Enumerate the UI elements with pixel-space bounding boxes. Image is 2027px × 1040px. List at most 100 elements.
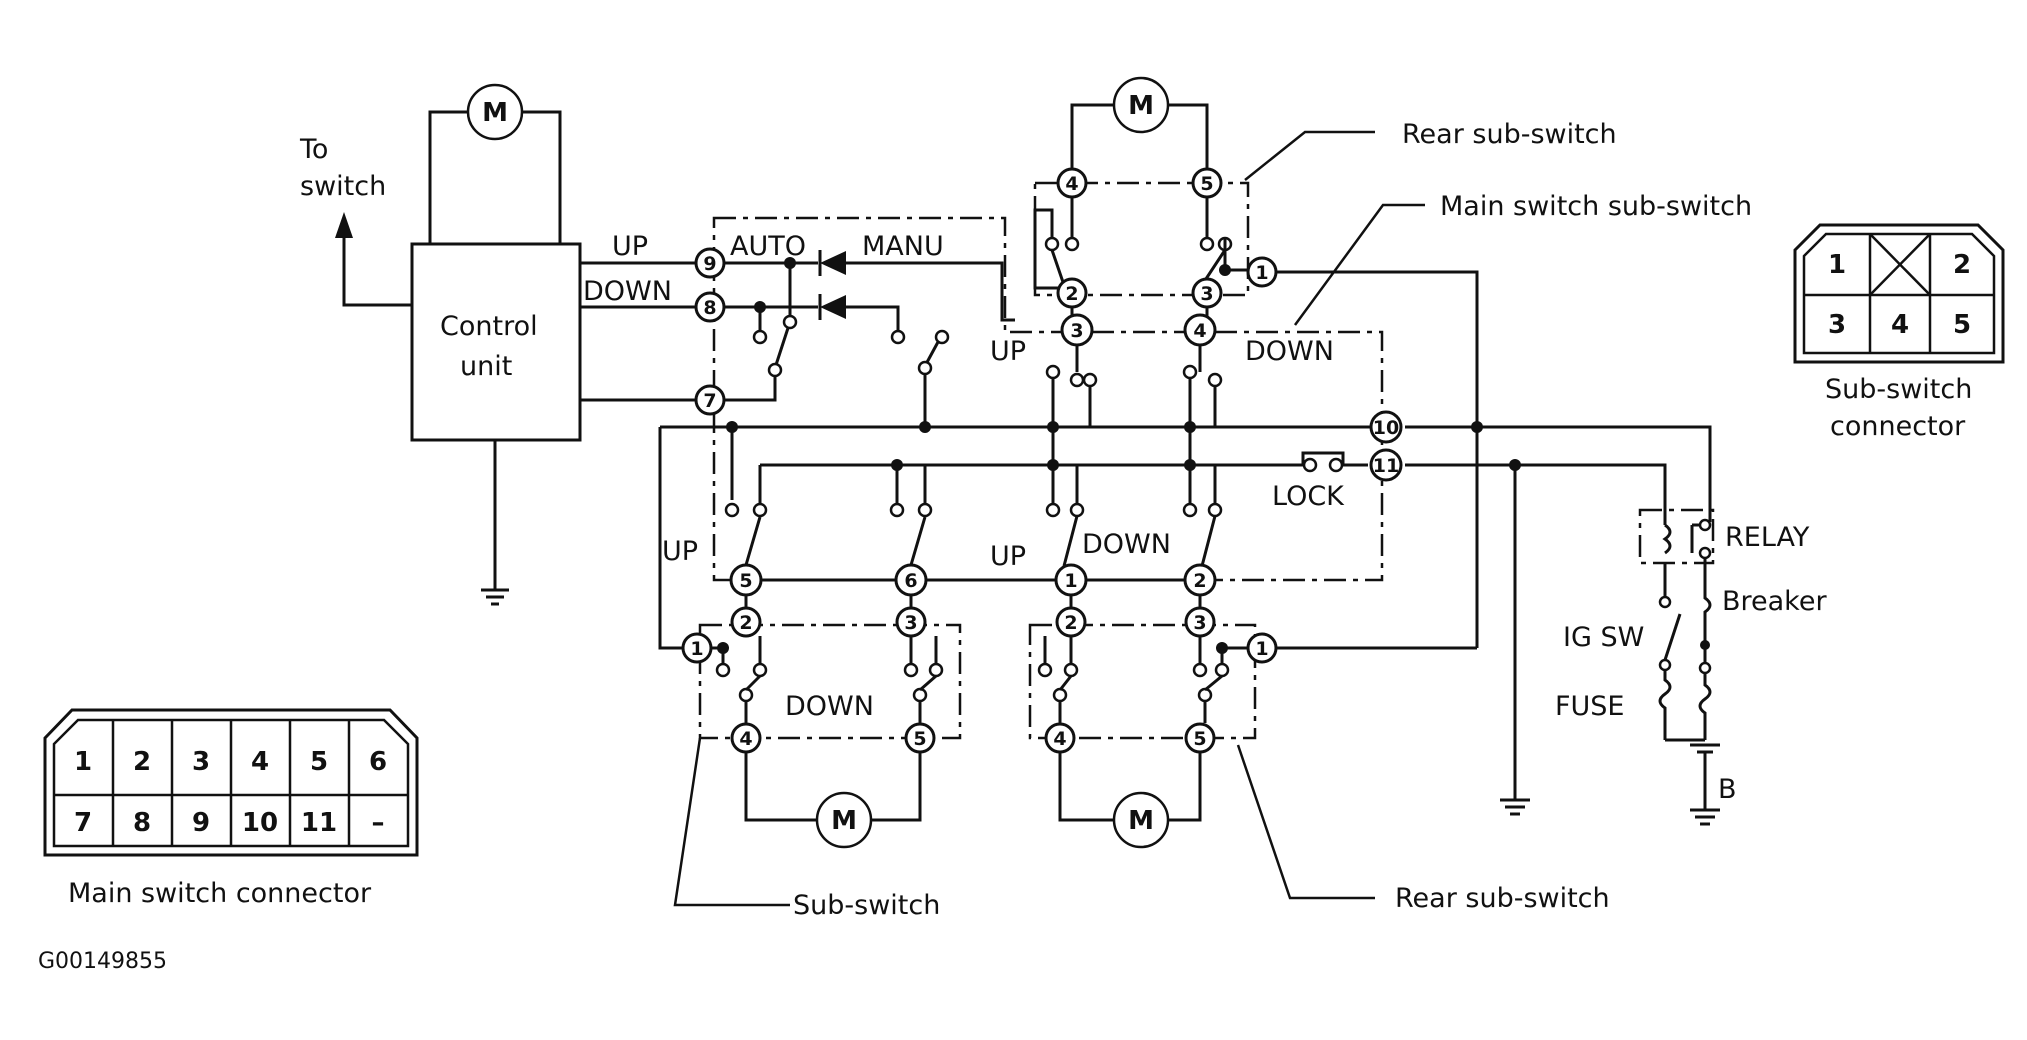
main-conn-3: 3 [192, 747, 210, 777]
control-unit-box [410, 242, 582, 442]
down-label-cu: DOWN [583, 276, 672, 307]
control-unit-label-1: Control [440, 311, 538, 342]
diode-up-icon [820, 251, 846, 275]
to-switch-label-2: switch [300, 171, 386, 202]
svg-text:2: 2 [1065, 283, 1078, 305]
main-conn-10: 10 [242, 808, 278, 838]
sub-conn-1: 1 [1828, 250, 1846, 280]
sub-conn-3: 3 [1828, 310, 1846, 340]
svg-text:2: 2 [739, 612, 752, 634]
pin-4-label: 4 [1193, 320, 1206, 342]
control-unit-label-2: unit [460, 351, 512, 382]
main-conn-1: 1 [74, 747, 92, 777]
svg-text:5: 5 [1193, 728, 1206, 750]
sub-switch-left-group: 2 3 1 DOWN 4 5 M Sub-switch [658, 427, 962, 921]
motor-rear-top [1112, 76, 1170, 134]
sub-conn-2: 2 [1953, 250, 1971, 280]
motor-driver [466, 83, 524, 141]
svg-text:5: 5 [913, 728, 926, 750]
main-conn-7: 7 [74, 808, 92, 838]
main-conn-blank: – [372, 808, 385, 838]
svg-text:3: 3 [1193, 612, 1206, 634]
sub-conn-blank-cross-2 [1869, 233, 1931, 296]
main-switch-connector: 1 2 3 4 5 6 7 8 9 10 11 – Main switch co… [43, 708, 419, 909]
to-switch-label-1: To [299, 134, 328, 165]
svg-text:3: 3 [904, 612, 917, 634]
rear-sub-switch-top-group: M 4 5 2 3 1 Rear sub-switch Main switch … [1033, 76, 1752, 648]
svg-text:4: 4 [1053, 728, 1066, 750]
motor-left-sub [815, 791, 873, 849]
to-switch-arrow-icon [335, 212, 353, 238]
pin-8 [694, 291, 726, 323]
svg-text:1: 1 [1255, 638, 1268, 660]
pin-6-label: 6 [904, 570, 917, 592]
rear-sub-switch-bottom-group: 2 3 1 4 5 M Rear sub-switch [1028, 595, 1610, 914]
main-switch-connector-caption: Main switch connector [68, 878, 372, 909]
down-label-center-top: DOWN [1245, 336, 1334, 367]
sub-switch-connector-caption-2: connector [1830, 411, 1966, 442]
rear-sub-switch-top-label: Rear sub-switch [1402, 119, 1617, 150]
pin-3-label: 3 [1070, 320, 1083, 342]
pin-3 [1060, 313, 1094, 347]
lock-label: LOCK [1272, 481, 1345, 512]
sub-switch-connector-caption-1: Sub-switch [1825, 374, 1972, 405]
svg-text:4: 4 [1065, 173, 1078, 195]
svg-text:1: 1 [1255, 262, 1268, 284]
pin-2-label: 2 [1193, 570, 1206, 592]
svg-text:2: 2 [1064, 612, 1077, 634]
figure-id: G00149855 [38, 949, 167, 974]
main-conn-11: 11 [301, 808, 337, 838]
up-label-center-bottom: UP [990, 541, 1026, 572]
main-conn-8: 8 [133, 808, 151, 838]
ig-sw-label: IG SW [1563, 622, 1644, 653]
down-label-left-sub: DOWN [785, 691, 874, 722]
motor-left-sub-symbol: M [831, 806, 857, 836]
down-label-center-bottom: DOWN [1082, 529, 1171, 560]
sub-switch-connector: 1 2 3 4 5 Sub-switch connector [1793, 223, 2005, 442]
pin-8-label: 8 [703, 297, 716, 319]
svg-text:4: 4 [739, 728, 752, 750]
rear-sub-switch-bottom-label: Rear sub-switch [1395, 883, 1610, 914]
motor-driver-symbol: M [482, 98, 508, 128]
control-unit-group: Control unit To switch M UP DOWN [299, 83, 698, 606]
main-conn-4: 4 [251, 747, 269, 777]
pin-7 [694, 384, 726, 416]
svg-text:1: 1 [690, 638, 703, 660]
relay-label: RELAY [1725, 522, 1810, 553]
svg-text:5: 5 [1200, 173, 1213, 195]
main-conn-2: 2 [133, 747, 151, 777]
power-supply-group: RELAY IG SW FUSE Breaker B [1500, 465, 1827, 826]
sub-switch-label: Sub-switch [793, 890, 940, 921]
pin-10-label: 10 [1373, 417, 1399, 439]
manu-label: MANU [862, 231, 944, 262]
breaker-label: Breaker [1722, 586, 1827, 617]
main-switch-sub-switch-label: Main switch sub-switch [1440, 191, 1752, 222]
pin-9-label: 9 [703, 253, 716, 275]
up-label-center-top: UP [990, 336, 1026, 367]
pin-9 [694, 247, 726, 279]
diode-down-icon [820, 295, 846, 319]
pin-4 [1183, 313, 1217, 347]
pin-1-label: 1 [1064, 570, 1077, 592]
pin-10 [1369, 410, 1403, 444]
motor-rear-bottom-symbol: M [1128, 806, 1154, 836]
main-conn-5: 5 [310, 747, 328, 777]
svg-text:3: 3 [1200, 283, 1213, 305]
sub-conn-5: 5 [1953, 310, 1971, 340]
motor-rear-bottom [1112, 791, 1170, 849]
battery-label: B [1718, 774, 1737, 805]
sub-conn-4: 4 [1891, 310, 1909, 340]
main-conn-6: 6 [369, 747, 387, 777]
main-switch-group: AUTO MANU 9 8 7 [660, 216, 1712, 597]
up-label-cu: UP [612, 231, 648, 262]
pin-7-label: 7 [703, 390, 716, 412]
main-conn-9: 9 [192, 808, 210, 838]
pin-11-label: 11 [1373, 455, 1399, 477]
motor-rear-top-symbol: M [1128, 91, 1154, 121]
pin-5-label: 5 [739, 570, 752, 592]
auto-label: AUTO [730, 231, 806, 262]
pin-11 [1369, 448, 1403, 482]
up-label-left: UP [662, 536, 698, 567]
fuse-label: FUSE [1555, 691, 1625, 722]
